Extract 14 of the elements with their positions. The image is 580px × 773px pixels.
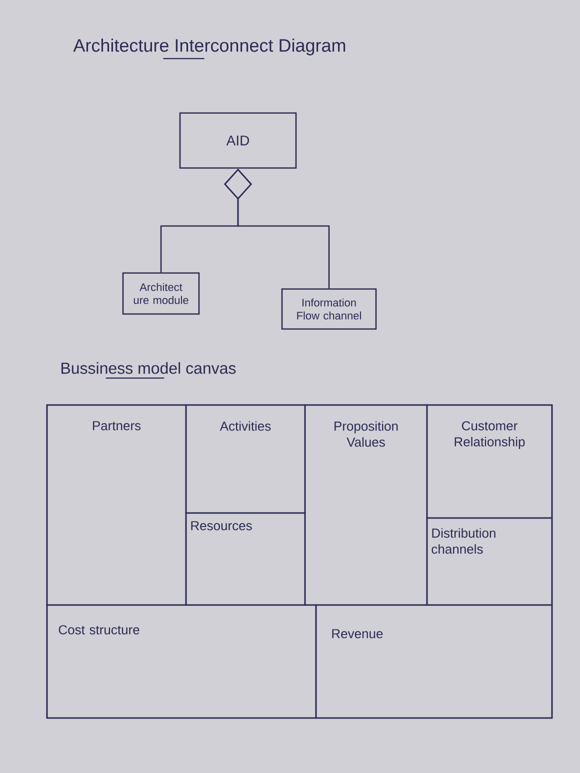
canvas-cell: Activities: [185, 404, 306, 514]
canvas-cell: Resources: [185, 512, 306, 606]
canvas-cell: Revenue: [315, 604, 553, 719]
canvas-cell: Customer Relationship: [426, 404, 553, 519]
canvas-cell: Distribution channels: [426, 517, 553, 606]
component-box: Architect ure module: [122, 272, 200, 315]
section-heading: Bussiness model canvas: [62, 362, 236, 374]
component-box: Information Flow channel: [281, 288, 377, 330]
canvas-cell: Partners: [46, 404, 187, 606]
canvas-cell: Proposition Values: [304, 404, 428, 606]
canvas-cell: Cost structure: [46, 604, 317, 719]
title: Architecture Interconnect Diagram: [73, 38, 346, 56]
aggregation-connector: [224, 168, 330, 288]
component-box: AID: [179, 112, 297, 169]
